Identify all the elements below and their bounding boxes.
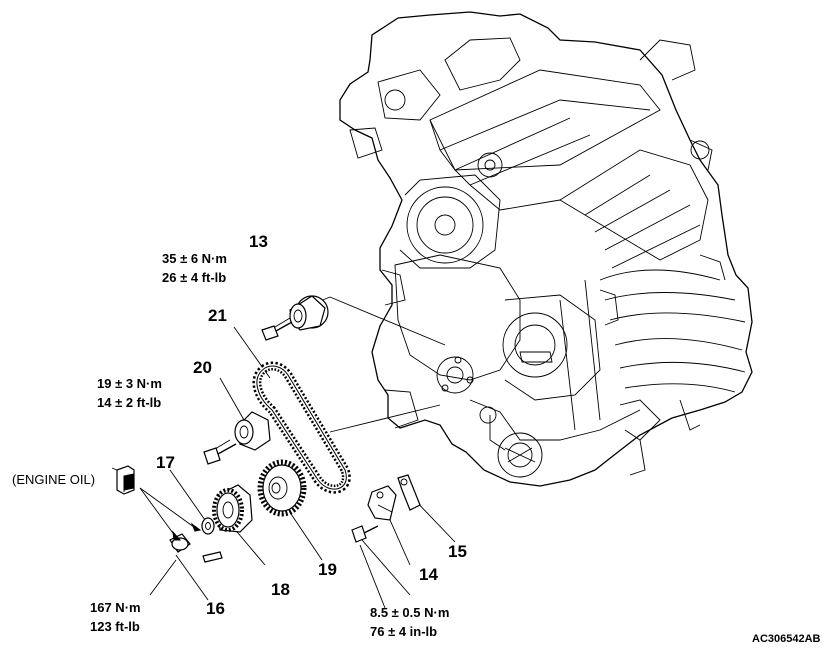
torque-label-16: 167 N·m 123 ft-lb [90, 598, 141, 636]
bolt-13 [261, 321, 293, 341]
engine-oil-can-icon [111, 465, 135, 495]
torque-label-13: 35 ± 6 N·m 26 ± 4 ft-lb [162, 249, 227, 287]
callout-17: 17 [156, 453, 175, 472]
torque-label-14: 8.5 ± 0.5 N·m 76 ± 4 in-lb [370, 603, 449, 641]
torque-13-imperial: 26 ± 4 ft-lb [162, 270, 227, 285]
torque-16-imperial: 123 ft-lb [90, 619, 140, 634]
crankshaft-bolt-16 [169, 533, 191, 553]
bolt-20 [203, 443, 237, 465]
key [202, 551, 223, 563]
torque-20-imperial: 14 ± 2 ft-lb [97, 395, 162, 410]
callout-18: 18 [271, 580, 290, 599]
figure-code: AC306542AB [752, 633, 821, 645]
engine-oil-note: (ENGINE OIL) [12, 472, 96, 487]
torque-16-metric: 167 N·m [90, 600, 141, 615]
bolt-14 [351, 525, 379, 543]
callout-15: 15 [448, 542, 467, 561]
callout-14: 14 [419, 565, 438, 584]
crank-sensor-15 [397, 474, 421, 511]
callout-19: 19 [318, 560, 337, 579]
idler-pulley-13 [289, 295, 329, 331]
torque-14-metric: 8.5 ± 0.5 N·m [370, 605, 450, 620]
washer-17 [201, 517, 215, 535]
callout-13: 13 [249, 232, 268, 251]
oil-application-arrows [172, 522, 202, 541]
tensioner-pulley-20 [234, 411, 271, 451]
crankshaft-sprocket-19 [257, 459, 307, 517]
torque-14-imperial: 76 ± 4 in-lb [370, 624, 438, 639]
callout-20: 20 [193, 358, 212, 377]
callout-16: 16 [206, 599, 225, 618]
timing-belt-21 [252, 361, 351, 494]
engine-block [339, 11, 753, 487]
torque-20-metric: 19 ± 3 N·m [97, 376, 162, 391]
torque-13-metric: 35 ± 6 N·m [162, 251, 227, 266]
leader-lines [139, 296, 456, 609]
callout-21: 21 [208, 306, 227, 325]
sensor-bracket-14 [367, 485, 397, 521]
torque-label-20: 19 ± 3 N·m 14 ± 2 ft-lb [97, 374, 162, 412]
crankshaft-sprocket-18 [212, 484, 253, 533]
